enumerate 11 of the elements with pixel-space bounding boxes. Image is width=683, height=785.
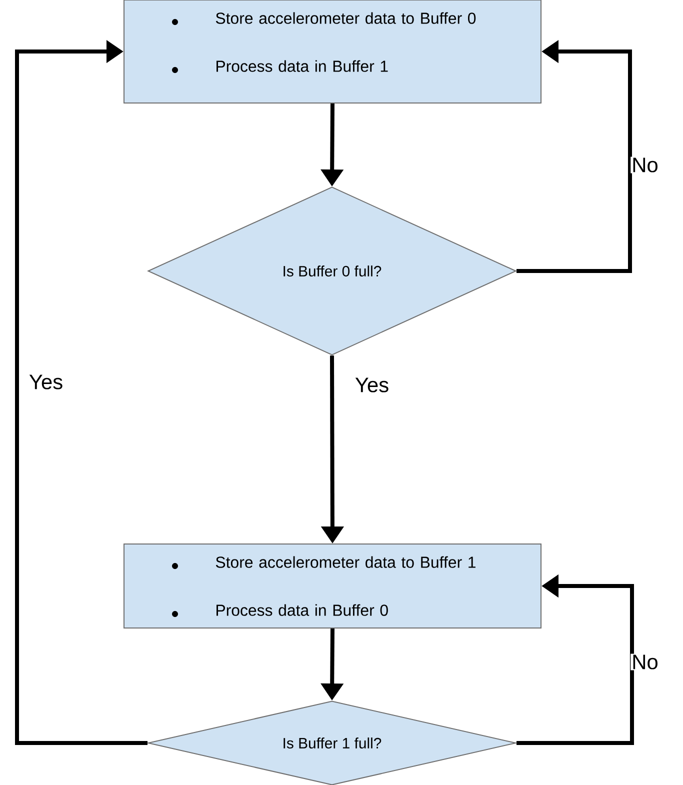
process-box	[124, 0, 542, 104]
edge-label: No	[630, 654, 660, 670]
edge-label: Yes	[354, 376, 390, 394]
list-item: Store accelerometer data to Buffer 0	[216, 12, 476, 24]
list-item: Process data in Buffer 1	[216, 60, 388, 72]
process-box	[124, 544, 542, 628]
list-item: Store accelerometer data to Buffer 1	[216, 556, 476, 568]
list-item: Process data in Buffer 0	[216, 604, 388, 616]
edge-label: Yes	[28, 374, 64, 390]
edge-label: No	[630, 156, 660, 174]
arrow	[15, 40, 148, 745]
